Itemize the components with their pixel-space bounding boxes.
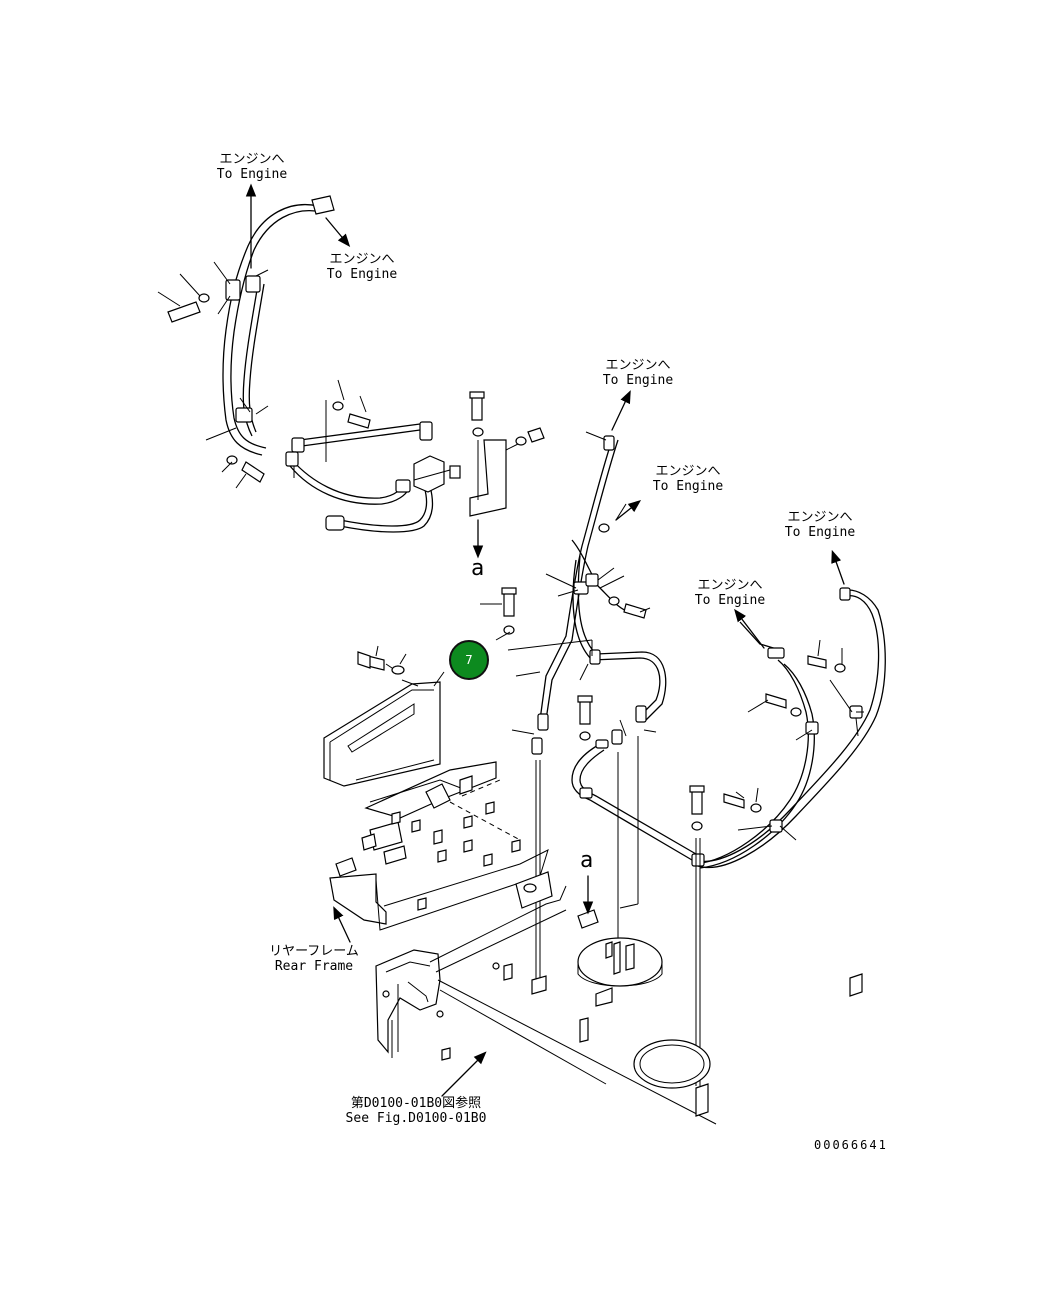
mount-plate (329, 761, 549, 931)
engine-label-5: エンジンへ To Engine (785, 510, 855, 540)
engine-label-6-jp: エンジンへ (697, 578, 763, 593)
engine-label-1: エンジンへ To Engine (217, 152, 287, 182)
engine-label-1-jp: エンジンへ (219, 152, 285, 167)
engine-label-2-en: To Engine (326, 267, 398, 282)
engine-label-3: エンジンへ To Engine (603, 358, 673, 388)
rear-frame-label-en: Rear Frame (274, 959, 354, 974)
drawing-number: 00066641 (814, 1138, 888, 1152)
rear-frame-label: リヤーフレーム Rear Frame (269, 944, 359, 974)
rear-frame (333, 871, 863, 1125)
callout-7-number: 7 (465, 653, 473, 667)
engine-label-4-jp: エンジンへ (655, 464, 721, 479)
see-fig-label-jp: 第D0100-01B0図参照 (350, 1096, 482, 1111)
engine-label-6-en: To Engine (694, 593, 766, 608)
center-bracket (469, 391, 545, 559)
see-fig-label-en: See Fig.D0100-01B0 (345, 1111, 487, 1126)
callout-7[interactable]: 7 (449, 640, 489, 680)
right-hose-network (480, 390, 886, 1086)
engine-label-3-en: To Engine (602, 373, 674, 388)
engine-label-6: エンジンへ To Engine (695, 578, 765, 608)
engine-label-2-jp: エンジンへ (329, 252, 395, 267)
engine-label-5-en: To Engine (784, 525, 856, 540)
see-fig-label: 第D0100-01B0図参照 See Fig.D0100-01B0 (346, 1096, 487, 1126)
marker-a-top: a (471, 556, 485, 581)
rear-frame-label-jp: リヤーフレーム (269, 944, 359, 959)
engine-label-2: エンジンへ To Engine (327, 252, 397, 282)
engine-label-4-en: To Engine (652, 479, 724, 494)
engine-label-3-jp: エンジンへ (605, 358, 671, 373)
engine-label-1-en: To Engine (216, 167, 288, 182)
engine-label-4: エンジンへ To Engine (653, 464, 723, 494)
upper-left-hose-assembly (157, 183, 461, 533)
cover-panel (323, 645, 445, 787)
marker-a-bottom: a (580, 848, 594, 873)
engine-label-5-jp: エンジンへ (787, 510, 853, 525)
